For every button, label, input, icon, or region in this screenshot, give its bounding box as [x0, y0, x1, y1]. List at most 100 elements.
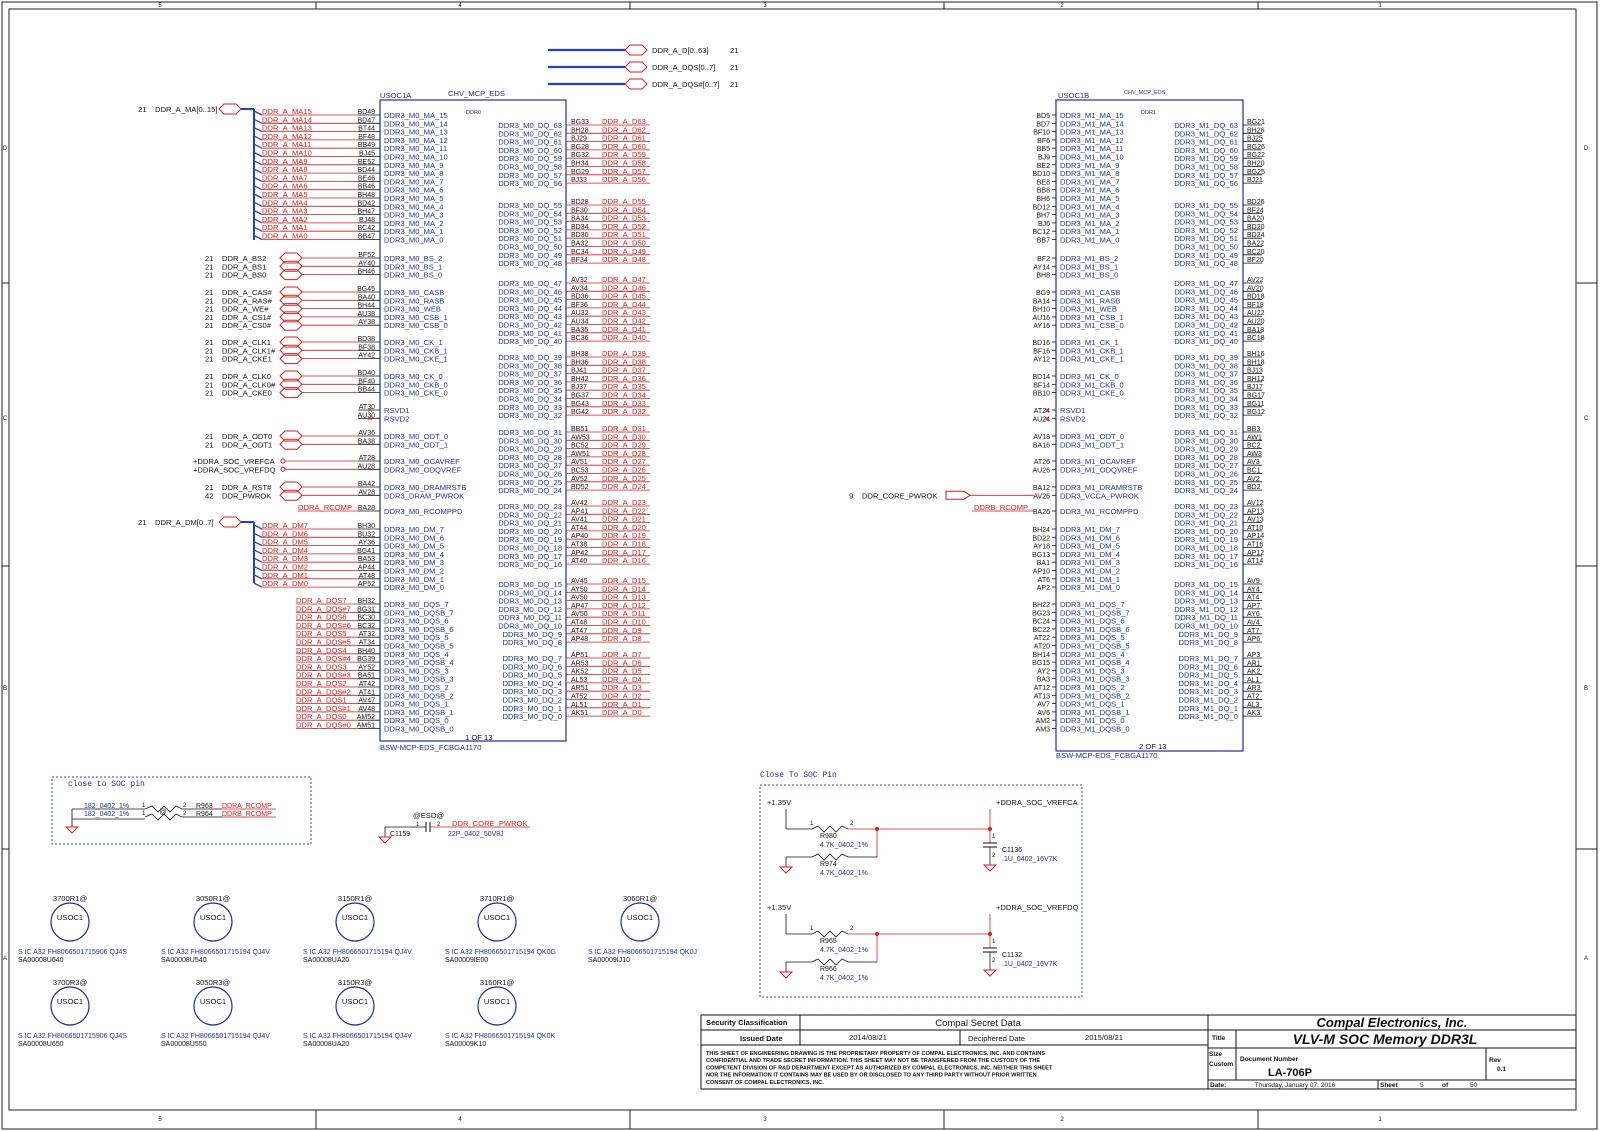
pin-name: DDR3_M0_DM_5 — [384, 542, 444, 551]
chip-part: CHV_MCP_EDS — [448, 89, 505, 98]
net-page-ref: 21 — [205, 346, 213, 355]
net-label: DDR_A_D28 — [602, 449, 646, 458]
variant-tag: 3700R3@ — [53, 978, 88, 987]
resistor-value: 4.7K_0402_1% — [820, 947, 868, 954]
pin-name: DDR3_M0_DQSB_2 — [384, 691, 454, 700]
pin-ball: BD44 — [357, 167, 375, 174]
pin-name: DDR3_M1_DQ_49 — [1174, 251, 1238, 260]
pin-name: DDR3_M0_DQ_17 — [498, 552, 562, 561]
pin-name: DDR3_M0_DQ_20 — [498, 527, 562, 536]
pin-name: DDR3_M1_DQ_30 — [1174, 436, 1238, 445]
pin-ball: AP2 — [1037, 585, 1050, 592]
net-label: DDR_A_D39 — [602, 349, 646, 358]
bom-description: S IC A32 FH8066501715194 QJ4V — [161, 949, 270, 956]
pin-name: DDR3_M0_DQ_63 — [498, 121, 562, 130]
frame-column-number: 1 — [1378, 3, 1382, 9]
net-label: DDR_A_D9 — [602, 626, 642, 635]
pin-ball: AV20 — [1247, 285, 1264, 292]
pin-name: RSVD1 — [1060, 406, 1085, 415]
dashed-box — [759, 784, 1083, 998]
net-page-ref: 9 — [849, 491, 853, 500]
box-title: close to SOC pin — [68, 780, 145, 789]
pin-name: DDR3_M1_RCOMPPD — [1060, 507, 1139, 516]
pin-ball: BH24 — [1032, 527, 1050, 534]
pin-ball: BH18 — [1247, 359, 1265, 366]
pin-name: DDR3_M1_DQ_5 — [1178, 671, 1238, 680]
pin-ball: BE52 — [358, 159, 375, 166]
bus-entry — [253, 532, 263, 538]
pin-ball: AT22 — [1034, 635, 1050, 642]
pin-name: DDR3_M0_MA_13 — [384, 128, 448, 137]
pin-name: DDR3_M0_DQ_35 — [498, 386, 562, 395]
pin-ball: BF6 — [1037, 138, 1050, 145]
ground-symbol — [982, 864, 998, 872]
pin-name: DDR3_M0_DQ_28 — [498, 453, 562, 462]
net-page-ref: 21 — [205, 483, 213, 492]
pin-ball: BG13 — [1032, 552, 1050, 559]
pin-ball: BH10 — [1032, 307, 1050, 314]
pin-ball: BD16 — [1032, 340, 1050, 347]
pin-name: DDR3_M1_DQSB_4 — [1060, 658, 1130, 667]
net-label: DDR_A_D59 — [602, 150, 646, 159]
pin-name: DDR3_M0_DQ_5 — [502, 671, 562, 680]
net-label: DDR_A_D36 — [602, 374, 646, 383]
net-label: DDR_A_D52 — [602, 222, 646, 231]
net-label: DDR_A_D10 — [602, 618, 646, 627]
net-page-ref: 21 — [205, 440, 213, 449]
pin-ball: BJ21 — [1247, 177, 1263, 184]
pin-ball: AV50 — [571, 595, 588, 602]
net-page-ref: 21 — [205, 288, 213, 297]
net-label: DDR_A_D35 — [602, 382, 646, 391]
pin-name: DDR3_M0_DQSB_0 — [384, 725, 454, 734]
net-page-ref: 21 — [205, 372, 213, 381]
pin-ball: BG39 — [357, 656, 375, 663]
pin-ball: AY2 — [1037, 668, 1050, 675]
pin-name: RSVD2 — [1060, 414, 1085, 423]
pin-ball: AT13 — [1034, 693, 1050, 700]
pin-name: DDR3_M0_DQ_10 — [498, 622, 562, 631]
pin-name: DDR3_M1_DQ_14 — [1174, 588, 1238, 597]
chip-part: CHV_MCP_EDS — [1124, 90, 1166, 96]
frame-column-number: 5 — [158, 1117, 162, 1123]
pin-name: DDR3_M0_MA_3 — [384, 211, 444, 220]
pin-ball: BC30 — [357, 615, 375, 622]
pin-ball: AT41 — [359, 689, 375, 696]
pin-name: DDR3_M0_DQ_41 — [498, 329, 562, 338]
pin-ball: AM3 — [1036, 727, 1051, 734]
pin-number: 2 — [850, 821, 854, 827]
net-label: DDR_A_DQS7 — [296, 596, 347, 605]
pin-ball: BA53 — [358, 556, 375, 563]
pin-ball: AV6 — [1037, 710, 1050, 717]
pin-ball: BG21 — [1247, 119, 1265, 126]
bus-entry — [253, 524, 263, 530]
pin-ball: AU34 — [571, 319, 589, 326]
pin-ball: AV45 — [571, 578, 588, 585]
pin-name: DDR3_M0_DQS_2 — [384, 683, 449, 692]
pin-name: DDR3_M1_DQ_46 — [1174, 287, 1238, 296]
pin-name: DDR3_M1_DQSB_5 — [1060, 642, 1130, 651]
document-number-label: Document Number — [1240, 1056, 1299, 1063]
net-label: DDR_A_CLK0# — [222, 380, 276, 389]
no-connect-mark: × — [1044, 405, 1049, 415]
pin-name: DDR3_M1_DQ_58 — [1174, 163, 1238, 172]
net-label: DDR_A_D32 — [602, 407, 646, 416]
pin-name: DDR3_M0_DQ_2 — [502, 696, 562, 705]
pin-ball: BJ33 — [571, 177, 587, 184]
net-page-ref: 21 — [205, 321, 213, 330]
pin-ball: AR51 — [571, 685, 589, 692]
net-label: DDR_A_D61 — [602, 134, 646, 143]
net-label: DDR_A_DQS#1 — [296, 704, 351, 713]
pin-ball: BC34 — [571, 249, 589, 256]
bom-component-outline — [477, 986, 517, 1026]
resistor-symbol — [144, 805, 222, 813]
pin-name: DDR3_M0_DM_4 — [384, 550, 444, 559]
chip-package: BSW-MCP-EDS_FCBGA1170 — [1056, 751, 1157, 760]
pin-name: DDR3_M0_DQ_15 — [498, 580, 562, 589]
pin-ball: AP42 — [571, 550, 588, 557]
pin-ball: BH47 — [357, 209, 375, 216]
pin-ball: BF34 — [571, 257, 588, 264]
pin-name: DDR3_M0_DQ_42 — [498, 321, 562, 330]
resistor-symbol — [811, 930, 849, 938]
bom-ref: USOC1 — [342, 913, 368, 922]
